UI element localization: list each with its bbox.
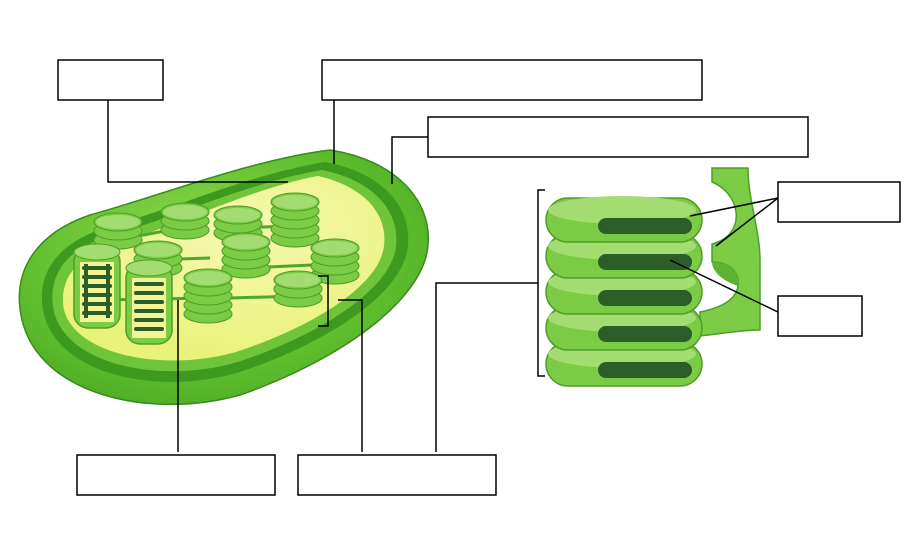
stroma-lamella (699, 167, 761, 337)
granum-stack (273, 270, 323, 308)
granum-stack (221, 232, 271, 279)
leader-right-lower (669, 259, 779, 313)
thylakoid-lumen (598, 218, 692, 234)
thylakoid-top (224, 235, 268, 249)
thylakoid-lumen (598, 362, 692, 378)
label-box-bottom-middle[interactable] (297, 454, 497, 496)
granum-stack (310, 238, 360, 285)
label-box-top-left[interactable] (57, 59, 164, 101)
label-box-right-lower[interactable] (777, 295, 863, 337)
leader-right-upper-b (715, 197, 779, 247)
thylakoid-top (186, 271, 230, 285)
leader-right-upper-a (689, 197, 779, 217)
label-box-top-middle[interactable] (321, 59, 703, 101)
thylakoid-top (313, 241, 357, 255)
label-box-bottom-left[interactable] (76, 454, 276, 496)
leader-top-left (107, 100, 288, 183)
leader-lines (107, 100, 779, 452)
thylakoid-enlarged (545, 196, 703, 243)
thylakoid-top (163, 205, 207, 219)
thylakoid-top (136, 243, 180, 257)
granum-stack (93, 212, 143, 250)
bracket-granum-small (318, 275, 329, 327)
label-box-right-upper[interactable] (777, 181, 901, 223)
granum-cutaway-2 (125, 259, 173, 345)
label-box-upper-right[interactable] (427, 116, 809, 158)
label-boxes (57, 59, 901, 496)
thylakoid-enlarged (545, 232, 703, 279)
thylakoid-top (273, 195, 317, 209)
granum-stack (183, 268, 233, 324)
granum-stack (160, 202, 210, 240)
thylakoid-stack (545, 196, 703, 387)
granum-stack (270, 192, 320, 248)
thylakoid-lumen (598, 326, 692, 342)
leader-upper-right (391, 136, 428, 184)
leader-bottom-middle (338, 299, 363, 452)
thylakoid-top (276, 273, 320, 287)
thylakoid-top (216, 208, 260, 222)
granum-stack (213, 205, 263, 243)
thylakoid-top (96, 215, 140, 229)
thylakoid-lumen (598, 254, 692, 270)
chloroplast (18, 149, 429, 406)
leader-bottom-right (435, 282, 538, 452)
thylakoid-lumen (598, 290, 692, 306)
granum-cutaway-1 (73, 243, 121, 329)
granum-enlarged (545, 167, 761, 387)
bracket-granum-large (537, 189, 545, 377)
